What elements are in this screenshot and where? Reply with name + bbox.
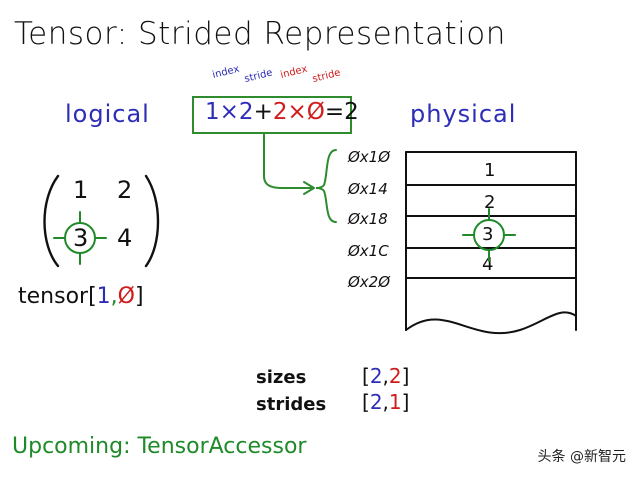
plus-sign: +: [253, 99, 273, 125]
sizes-value: [2,2]: [362, 364, 409, 388]
memory-crosshair-icon: [462, 208, 516, 262]
watermark: 头条 @新智元: [537, 449, 626, 465]
matrix-right-paren: [144, 174, 160, 268]
memory-address-2: Øx14: [348, 180, 388, 198]
strides-comma: ,: [382, 390, 389, 414]
sizes-close: ]: [401, 364, 410, 388]
term1-stride: 2: [238, 99, 254, 125]
matrix-left-paren: [43, 174, 60, 268]
sizes-comma: ,: [382, 364, 389, 388]
term2-index: 2: [272, 99, 288, 125]
strides-label: strides: [256, 394, 327, 415]
memory-address-1: Øx1Ø: [348, 148, 391, 166]
memory-address-4: Øx1C: [348, 242, 389, 260]
term1-times: ×: [219, 99, 239, 125]
matrix-entry-1-2: 2: [117, 176, 133, 204]
strides-v2: 1: [388, 390, 402, 414]
strides-close: ]: [401, 390, 410, 414]
equals-sign: =: [324, 99, 345, 125]
address-brace: [315, 149, 337, 223]
tensor-index-2: Ø: [117, 284, 135, 309]
memory-cell-1: 1: [484, 160, 496, 181]
tensor-close-bracket: ]: [135, 284, 144, 309]
term2-stride: Ø: [306, 99, 325, 125]
page-title: Tensor: Strided Representation: [14, 16, 506, 52]
tensor-keyword: tensor: [18, 284, 89, 309]
tensor-index-comma: ,: [110, 284, 118, 309]
tensor-index-expression: tensor[1,Ø]: [18, 284, 144, 309]
formula-box: [192, 96, 352, 134]
strides-value: [2,1]: [362, 390, 409, 414]
matrix-entry-2-1: 3: [73, 224, 89, 252]
strides-open: [: [362, 390, 370, 414]
matrix-entry-2-2: 4: [117, 224, 133, 252]
offset-formula: 1×2+2×Ø=2: [205, 99, 359, 125]
logical-label: logical: [65, 100, 150, 128]
sizes-v2: 2: [388, 364, 402, 388]
memory-address-3: Øx18: [348, 210, 388, 228]
sizes-open: [: [362, 364, 370, 388]
matrix-entry-1-1: 1: [73, 176, 89, 204]
matrix-crosshair-icon: [53, 211, 107, 265]
term1-index: 1: [205, 99, 220, 125]
upcoming-note: Upcoming: TensorAccessor: [12, 434, 307, 459]
tensor-open-bracket: [: [88, 284, 97, 309]
memory-block: [405, 151, 577, 335]
formula-arrowhead-icon: [303, 181, 315, 195]
formula-result: 2: [344, 99, 359, 125]
physical-label: physical: [410, 100, 517, 128]
memory-cell-3: 3: [482, 224, 494, 245]
sizes-label: sizes: [256, 367, 307, 388]
tensor-index-1: 1: [96, 284, 111, 309]
term2-times: ×: [287, 99, 307, 125]
strides-v1: 2: [369, 390, 383, 414]
memory-cell-2: 2: [484, 192, 496, 213]
memory-cell-4: 4: [482, 254, 494, 275]
sizes-v1: 2: [369, 364, 383, 388]
formula-arrow: [263, 133, 313, 189]
memory-address-5: Øx2Ø: [348, 273, 391, 291]
